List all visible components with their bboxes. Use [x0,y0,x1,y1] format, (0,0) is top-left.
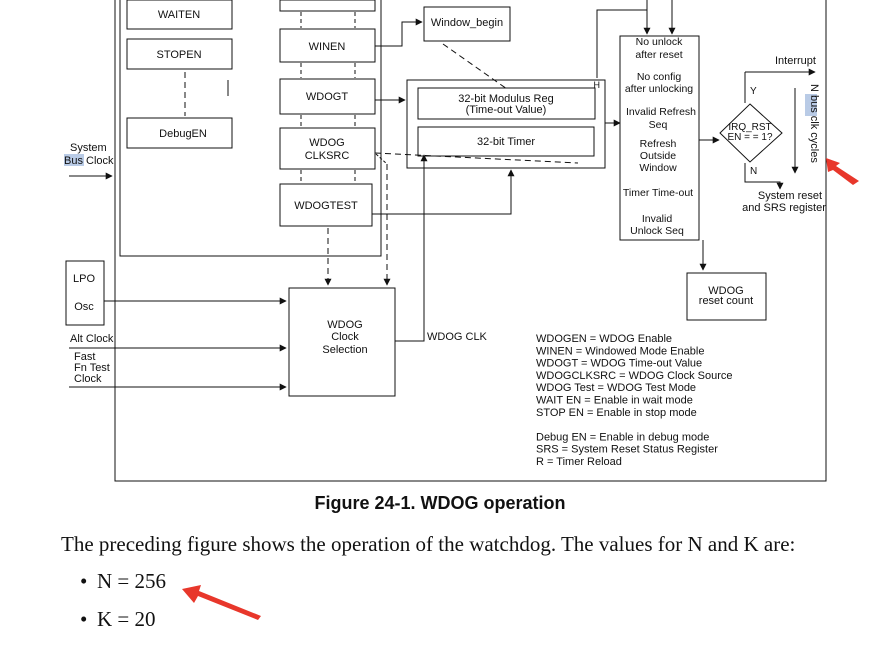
wdogt-label: WDOGT [306,91,348,103]
condition-no-config-2: after unlocking [625,83,693,95]
window-begin-label: Window_begin [431,17,503,29]
legend-line: SRS = System Reset Status Register [536,444,718,456]
body-paragraph: The preceding figure shows the operation… [61,532,796,556]
condition-timer-timeout: Timer Time-out [623,187,693,199]
text-highlight-bus-vertical [805,94,817,116]
waiten-label: WAITEN [158,9,200,21]
condition-no-unlock-2: after reset [635,49,682,61]
timer-label: 32-bit Timer [477,136,535,148]
decision-label-2: EN = = 1? [727,132,772,143]
yes-label: Y [750,86,757,97]
lpo-label: LPO [73,273,95,285]
system-reset-label-1: System reset [758,190,822,202]
debugen-label: DebugEN [159,128,207,140]
reset-count-label-1: WDOG [708,285,743,297]
clock-selection-label-1: WDOG [327,319,362,331]
bus-clk-cycles-label: N bus clk cycles [808,84,820,163]
wdog-reset-count-box [686,272,767,321]
wdogtest-box [279,183,373,227]
condition-invalid-refresh-1: Invalid Refresh [626,106,696,118]
condition-invalid-refresh-2: Seq [649,119,668,131]
condition-refresh-outside-3: Window [639,162,677,174]
clock-selection-label-2: Clock [331,331,359,343]
waiten-box [126,0,233,30]
modulus-register-label-2: (Time-out Value) [466,104,547,116]
condition-refresh-outside-2: Outside [640,150,676,162]
wdog-clksrc-box [279,127,376,170]
figure-border [114,0,827,482]
condition-refresh-outside-1: Refresh [640,138,677,150]
system-bus-clock-label-1: System [70,142,107,154]
lpo-osc-box [65,260,105,326]
wdog-clksrc-label-2: CLKSRC [305,150,350,162]
fast-test-clock-label-3: Clock [74,373,102,385]
osc-label: Osc [74,301,94,313]
legend-line: WINEN = Windowed Mode Enable [536,345,704,357]
wdogt-box [279,78,376,115]
clock-selection-box [288,287,396,397]
condition-text-group: No unlock after reset No config after un… [623,36,696,237]
decision-label-1: IRQ_RST [728,122,771,133]
reset-count-label-2: reset count [699,295,753,307]
debugen-box [126,117,233,149]
wdog-clksrc-label-1: WDOG [309,137,344,149]
condition-no-unlock-1: No unlock [636,36,683,48]
system-bus-clock-label-2: Bus Clock [64,155,114,167]
winen-label: WINEN [309,41,346,53]
fast-test-clock-label-2: Fn Test [74,362,110,374]
fast-test-clock-label-1: Fast [74,351,95,363]
legend-line: Debug EN = Enable in debug mode [536,431,709,443]
bullet-text-k: K = 20 [97,607,156,631]
bullet-item-k: • K = 20 [80,607,156,632]
annotation-arrow-n-value [182,585,261,620]
irq-rst-en-decision [719,103,783,163]
legend-line: R = Timer Reload [536,456,622,468]
wdog-clk-label: WDOG CLK [427,331,488,343]
window-begin-box [423,6,511,42]
legend-line: WDOG Test = WDOG Test Mode [536,382,696,394]
condition-invalid-unlock-1: Invalid [642,213,673,225]
modulus-register-box [417,87,596,120]
system-reset-label-2: and SRS register [742,202,826,214]
legend-line: WDOGEN = WDOG Enable [536,333,672,345]
condition-no-config-1: No config [637,71,682,83]
figure-caption: Figure 24-1. WDOG operation [314,493,566,513]
stopen-label: STOPEN [156,49,201,61]
condition-invalid-unlock-2: Unlock Seq [630,225,684,237]
wdog-block-diagram: WAITEN STOPEN DebugEN WINEN WDOGT WDOG C… [64,0,859,482]
reset-conditions-box [619,35,700,241]
wdogtest-label: WDOGTEST [294,200,358,212]
legend-line: WAIT EN = Enable in wait mode [536,395,693,407]
modulus-register-label-1: 32-bit Modulus Reg [458,93,553,105]
no-label: N [750,166,757,177]
reset-marker: H [594,80,601,90]
text-highlight-bus [64,154,84,166]
legend-line: STOP EN = Enable in stop mode [536,407,697,419]
annotation-arrow-diagram [826,158,859,185]
legend-line: WDOGT = WDOG Time-out Value [536,358,702,370]
bullet-item-n: • N = 256 [80,569,166,594]
stopen-box [126,38,233,70]
interrupt-label: Interrupt [775,55,816,67]
control-register-block [119,0,382,257]
timer-box [417,126,595,157]
top-ctrl-box [279,0,376,12]
bullet-text-n: N = 256 [97,569,167,593]
bullet-dot: • [80,569,88,593]
legend-line: WDOGCLKSRC = WDOG Clock Source [536,370,733,382]
alt-clock-label: Alt Clock [70,333,114,345]
clock-selection-label-3: Selection [322,344,367,356]
bullet-dot: • [80,607,88,631]
